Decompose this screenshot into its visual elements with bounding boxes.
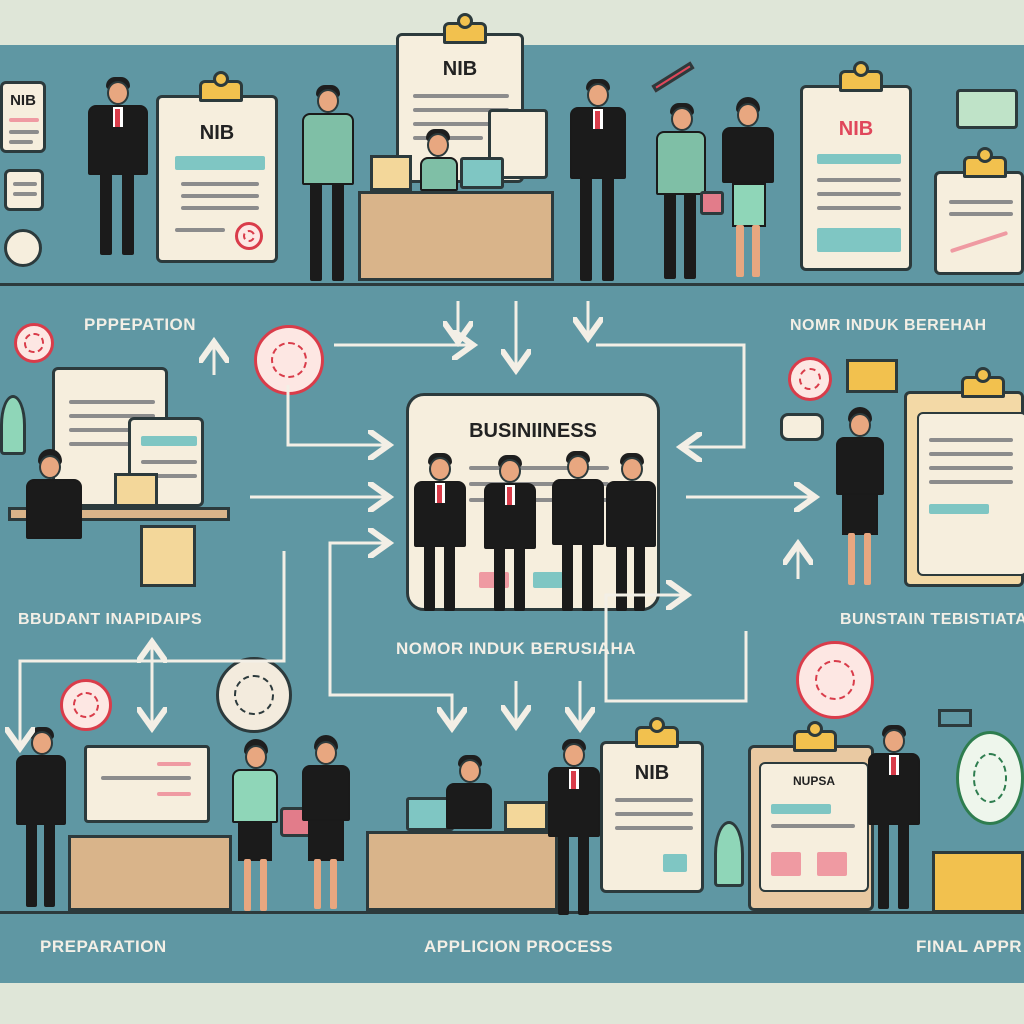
nib-small-doc: NIB — [0, 81, 46, 153]
approval-doc-title: NUPSA — [792, 774, 835, 788]
monitor-bottom-left — [84, 745, 210, 823]
nib-clipboard-1-title: NIB — [199, 122, 235, 144]
small-form-doc — [4, 169, 44, 211]
banknote-icon — [956, 89, 1018, 129]
center-caption: NOMOR INDUK BERUSIAHA — [396, 639, 636, 658]
briefcase-icon — [700, 191, 724, 215]
stage-label-preparation-bottom: PREPARATION — [40, 937, 167, 956]
nib-clipboard-3-title: NIB — [838, 118, 874, 140]
bottom-floor-line — [0, 911, 1024, 914]
nib-clipboard-4: NIB — [600, 717, 704, 893]
laptop-icon — [460, 157, 504, 189]
top-floor-line — [0, 283, 1024, 286]
clipboard-clip-icon-right — [839, 61, 883, 92]
seal-stamp-icon — [235, 222, 263, 250]
nib-small-title: NIB — [10, 92, 36, 109]
nib-center-doc-title: NIB — [442, 58, 478, 80]
stage-label-registration-top: NOMR INDUK BEREHAH — [790, 317, 987, 334]
plant-icon — [0, 395, 26, 455]
chart-doc-icon — [934, 147, 1024, 275]
bottom-center-desk — [366, 831, 558, 911]
speech-bubble-icon — [780, 413, 824, 441]
small-doc-icon — [938, 709, 972, 727]
bottom-left-desk — [68, 835, 232, 911]
official-seal-icon — [254, 325, 324, 395]
seal-stamp-icon-left — [14, 323, 54, 363]
nib-clipboard-3: NIB — [800, 61, 912, 271]
stage-label-final-approval: FINAL APPR — [916, 937, 1023, 956]
box-icon — [932, 851, 1024, 913]
magnifier-icon — [4, 229, 42, 267]
seal-stamp-icon-bottom-left — [60, 679, 112, 731]
drawer-cabinet — [140, 525, 196, 587]
approval-clipboard: NUPSA — [748, 721, 874, 911]
paper-stack-icon — [370, 155, 412, 191]
paper-stack-bottom — [504, 801, 548, 831]
large-clipboard-right — [904, 367, 1024, 587]
process-board: NIB NIB NIB — [0, 13, 1024, 983]
bottom-frame — [0, 983, 1024, 1024]
business-center-title: BUSINIINESS — [469, 420, 597, 442]
seal-stamp-icon-right — [788, 357, 832, 401]
top-desk — [358, 191, 554, 281]
green-seal-icon — [956, 731, 1024, 825]
paper-stack-left — [114, 473, 158, 507]
nib-clipboard-1: NIB — [156, 71, 278, 263]
emblem-seal-icon — [216, 657, 292, 733]
envelope-icon — [846, 359, 898, 393]
nib-clipboard-4-title: NIB — [634, 762, 670, 784]
stage-label-left-middle: BBUDANT INAPIDAIPS — [18, 611, 203, 628]
plant-icon-bottom — [714, 821, 744, 887]
flow-arrows — [0, 301, 1024, 983]
stage-label-right-middle: BUNSTAIN TEBISTIATA — [840, 611, 1024, 628]
clipboard-clip-icon — [199, 71, 243, 102]
seal-stamp-icon-bottom-right — [796, 641, 874, 719]
clipboard-clip-icon-top — [443, 13, 487, 44]
monitor-icon — [488, 109, 548, 179]
stage-label-application-process: APPLICION PROCESS — [424, 937, 613, 956]
stage-label-preparation-top: PPPEPATION — [84, 315, 197, 334]
